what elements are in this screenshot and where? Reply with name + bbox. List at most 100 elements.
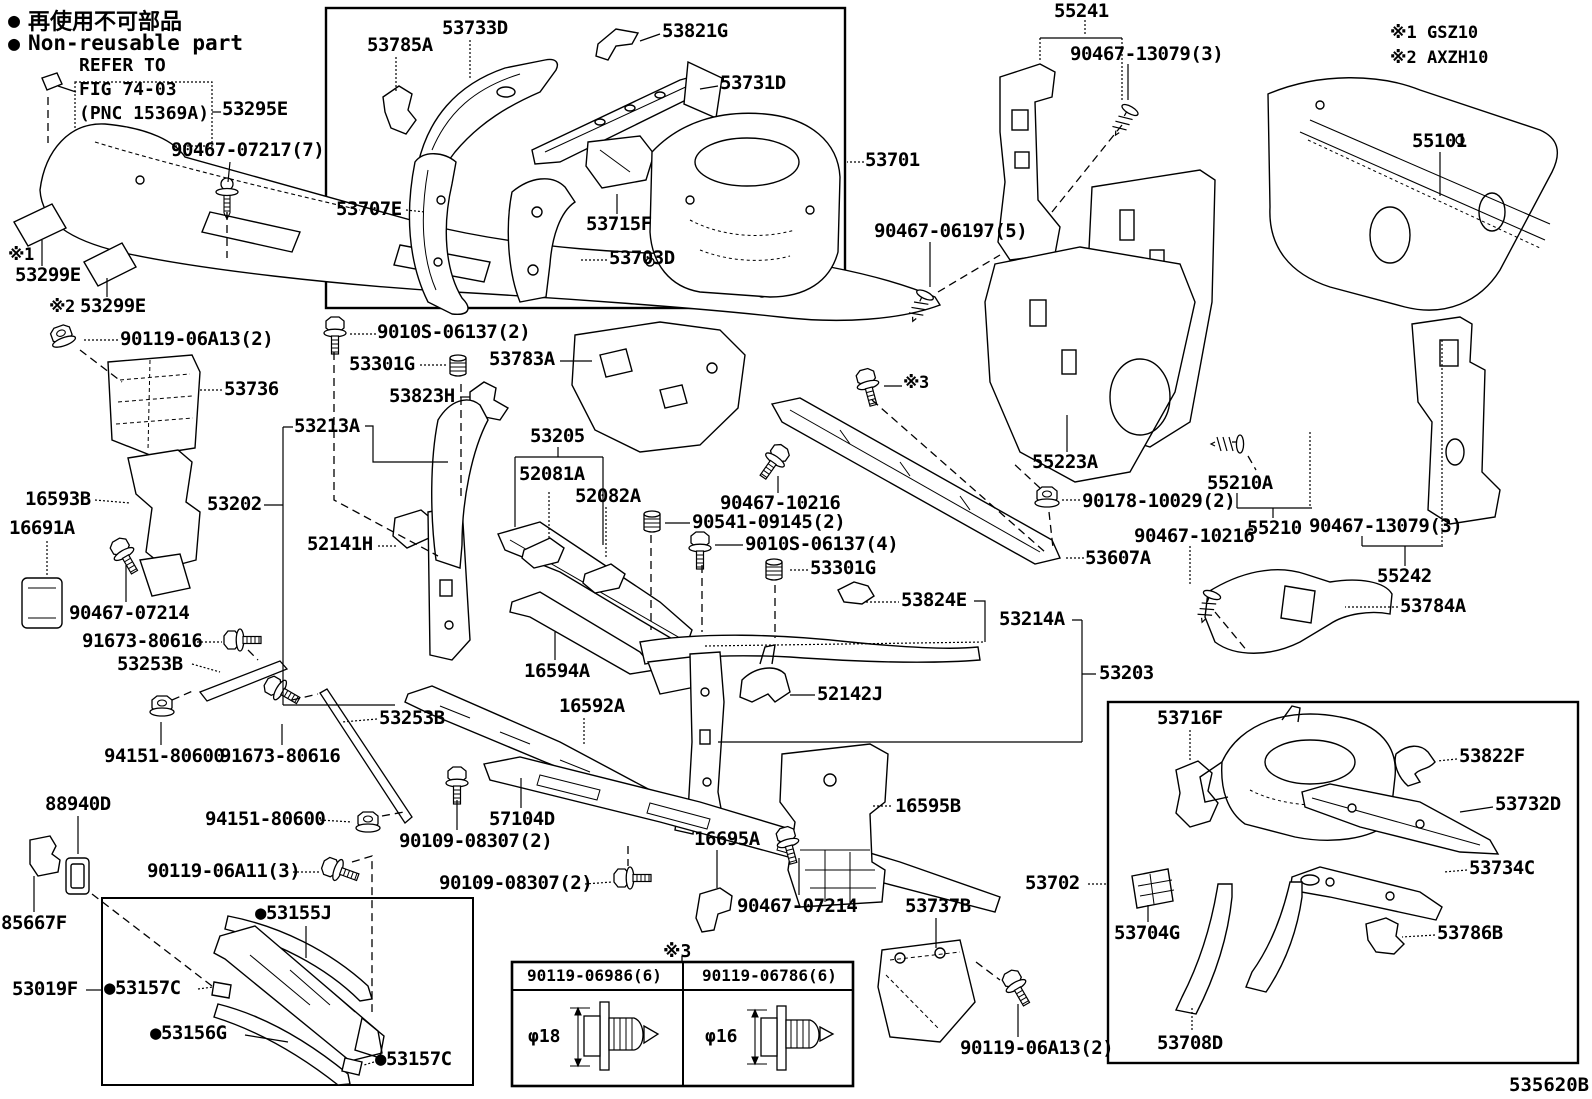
part-label-53253B: 53253B	[117, 653, 183, 675]
part-label-1: ※1	[8, 245, 34, 265]
part-label-9046710216: 90467-10216	[1134, 525, 1255, 547]
fender-apron-box-art	[382, 28, 841, 315]
part-label-53731D: 53731D	[720, 72, 786, 94]
radiator-support-art	[21, 321, 1001, 1043]
part-label-53708D: 53708D	[1157, 1032, 1223, 1054]
part-label-9011906A113: 90119-06A11(3)	[147, 860, 301, 882]
part-label-16691A: 16691A	[9, 517, 75, 539]
part-label-3: ※3	[903, 373, 929, 393]
part-label-53203: 53203	[1099, 662, 1154, 684]
part-label-9010S061374: 9010S-06137(4)	[745, 533, 899, 555]
part-label-53707E: 53707E	[336, 198, 402, 220]
part-label-53823H: 53823H	[389, 385, 455, 407]
clip-table-art	[570, 956, 835, 1071]
bumper-reinforcement-art	[29, 835, 385, 1086]
part-label-52141H: 52141H	[307, 533, 373, 555]
part-label-57104D: 57104D	[489, 808, 555, 830]
clip-table-dia-right: φ16	[705, 1026, 738, 1047]
part-label-9046707214: 90467-07214	[69, 602, 190, 624]
part-label-53821G: 53821G	[662, 20, 728, 42]
part-label-90541091452: 90541-09145(2)	[692, 511, 846, 533]
rod-art	[198, 660, 413, 824]
part-label-53715F: 53715F	[586, 213, 652, 235]
variant-note-1: ※1 GSZ10	[1390, 23, 1479, 43]
part-label-90467130793: 90467-13079(3)	[1309, 515, 1463, 537]
part-label-9011906A132: 90119-06A13(2)	[120, 328, 274, 350]
part-label-9010S061372: 9010S-06137(2)	[377, 321, 531, 343]
part-label-53301G: 53301G	[349, 353, 415, 375]
part-label-16595B: 16595B	[895, 795, 961, 817]
part-label-53703D: 53703D	[609, 247, 675, 269]
non-reusable-bullet-icon: ●	[8, 8, 21, 32]
clip-table-dia-left: φ18	[528, 1026, 561, 1047]
part-label-53822F: 53822F	[1459, 745, 1525, 767]
part-label-90109083072: 90109-08307(2)	[399, 830, 553, 852]
part-label-55223A: 55223A	[1032, 451, 1098, 473]
part-label-53607A: 53607A	[1085, 547, 1151, 569]
part-label-53716F: 53716F	[1157, 707, 1223, 729]
wheelhouse-art	[1131, 705, 1500, 1015]
refer-note-line3: (PNC 15369A)	[79, 103, 210, 124]
part-label-53253B: 53253B	[379, 707, 445, 729]
part-label-52081A: 52081A	[519, 463, 585, 485]
part-label-53737B: 53737B	[905, 895, 971, 917]
part-label-53704G: 53704G	[1114, 922, 1180, 944]
variant-note-2: ※2 AXZH10	[1390, 48, 1489, 68]
part-label-53295E: 53295E	[222, 98, 288, 120]
part-label-53301G: 53301G	[810, 557, 876, 579]
part-label-90178100292: 90178-10029(2)	[1082, 490, 1236, 512]
part-label-90467061975: 90467-06197(5)	[874, 220, 1028, 242]
part-label-53019F: 53019F	[12, 978, 78, 1000]
non-reusable-bullet-icon: ●	[8, 31, 21, 55]
part-label-53824E: 53824E	[901, 589, 967, 611]
clip-table-note: ※3	[663, 941, 692, 962]
part-label-9415180600: 94151-80600	[205, 808, 326, 830]
part-label-9167380616: 91673-80616	[82, 630, 203, 652]
part-label-53157C: ●53157C	[104, 977, 181, 999]
diagram-code: 535620B	[1509, 1074, 1590, 1096]
part-label-90467072177: 90467-07217(7)	[171, 139, 325, 161]
part-label-55101: 55101	[1412, 130, 1467, 152]
part-label-9011906A132: 90119-06A13(2)	[960, 1037, 1114, 1059]
part-label-53202: 53202	[207, 493, 262, 515]
part-label-53701: 53701	[865, 149, 920, 171]
part-label-53299E: 53299E	[80, 295, 146, 317]
part-label-53736: 53736	[224, 378, 279, 400]
part-label-2: ※2	[49, 297, 75, 317]
part-label-9167380616: 91673-80616	[220, 745, 341, 767]
part-label-53214A: 53214A	[999, 608, 1065, 630]
part-label-53785A: 53785A	[367, 34, 433, 56]
part-label-9415180600: 94151-80600	[104, 745, 225, 767]
part-label-55241: 55241	[1054, 0, 1109, 22]
refer-note-line1: REFER TO	[79, 55, 166, 76]
part-label-53155J: ●53155J	[255, 902, 332, 924]
part-label-16594A: 16594A	[524, 660, 590, 682]
part-label-53205: 53205	[530, 425, 585, 447]
part-label-85667F: 85667F	[1, 912, 67, 934]
legend-jp-text: 再使用不可部品	[28, 10, 183, 35]
clip-table-part-right: 90119-06786(6)	[702, 966, 837, 985]
part-label-9046707214: 90467-07214	[737, 895, 858, 917]
dash-panel-art	[770, 63, 1559, 654]
frame-boxes	[74, 6, 1580, 1088]
part-label-9046710216: 90467-10216	[720, 492, 841, 514]
part-label-52142J: 52142J	[817, 683, 883, 705]
part-label-53784A: 53784A	[1400, 595, 1466, 617]
part-label-16592A: 16592A	[559, 695, 625, 717]
refer-note-line2: FIG 74-03	[79, 79, 177, 100]
part-label-90109083072: 90109-08307(2)	[439, 872, 593, 894]
part-label-53702: 53702	[1025, 872, 1080, 894]
part-label-16695A: 16695A	[694, 828, 760, 850]
part-label-88940D: 88940D	[45, 793, 111, 815]
part-label-55210: 55210	[1247, 517, 1302, 539]
part-label-53213A: 53213A	[294, 415, 360, 437]
part-label-55242: 55242	[1377, 565, 1432, 587]
part-label-53732D: 53732D	[1495, 793, 1561, 815]
part-label-53299E: 53299E	[15, 264, 81, 286]
legend-en-row: ● Non-reusable part	[8, 31, 243, 55]
part-label-53733D: 53733D	[442, 17, 508, 39]
part-label-90467130793: 90467-13079(3)	[1070, 43, 1224, 65]
leader-lines	[33, 20, 1494, 1066]
